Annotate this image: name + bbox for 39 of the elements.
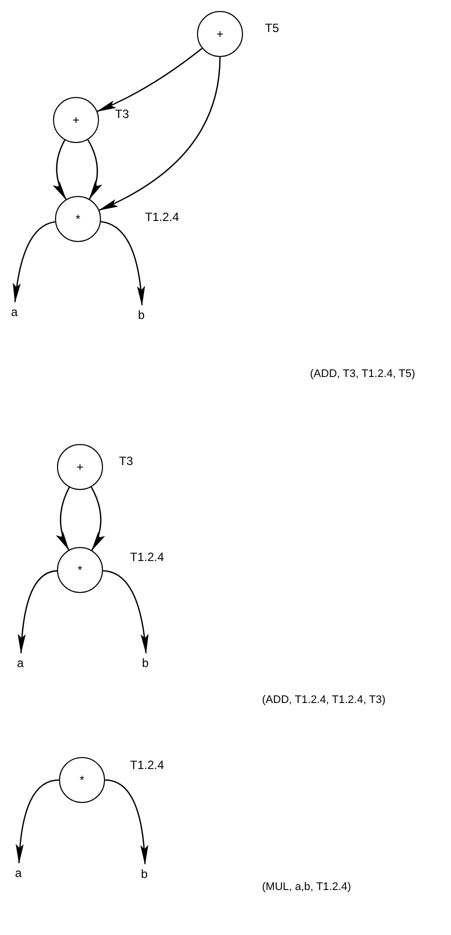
arrow bbox=[18, 570, 58, 654]
arrow bbox=[53, 140, 67, 200]
node-tag: T1.2.4 bbox=[130, 758, 164, 772]
operator-symbol: * bbox=[78, 563, 82, 577]
operand-label: a bbox=[17, 656, 24, 670]
node-tag: T3 bbox=[115, 107, 130, 121]
node-tag: T1.2.4 bbox=[130, 550, 164, 564]
operator-circle bbox=[53, 97, 99, 143]
operand-label: b bbox=[141, 867, 148, 881]
instruction-tuple: (ADD, T3, T1.2.4, T5) bbox=[310, 368, 416, 380]
operand-label: b bbox=[138, 308, 145, 322]
operand-label: a bbox=[11, 305, 18, 319]
node-tag: T1.2.4 bbox=[145, 210, 180, 224]
arrow bbox=[90, 486, 104, 552]
operator-symbol: * bbox=[76, 212, 80, 226]
operator-symbol: + bbox=[216, 27, 224, 41]
operator-circle bbox=[59, 757, 105, 803]
instruction-tuple: (MUL, a,b, T1.2.4) bbox=[262, 881, 352, 893]
arrow bbox=[98, 56, 221, 211]
operand-label: a bbox=[15, 866, 22, 880]
operator-circle bbox=[57, 547, 103, 593]
arrow bbox=[13, 221, 56, 303]
arrow bbox=[104, 779, 148, 865]
operator-symbol: * bbox=[80, 773, 84, 787]
operator-circle bbox=[57, 444, 103, 490]
operator-circle bbox=[55, 196, 101, 242]
arrow bbox=[16, 779, 60, 864]
arrow bbox=[102, 570, 148, 654]
arrow bbox=[96, 48, 202, 112]
arrow bbox=[56, 487, 70, 551]
arrow bbox=[87, 139, 102, 200]
node-tag: T5 bbox=[265, 21, 280, 35]
operator-circle bbox=[197, 11, 243, 57]
operator-symbol: + bbox=[72, 113, 80, 127]
operator-symbol: + bbox=[76, 460, 84, 474]
instruction-tuple: (ADD, T1.2.4, T1.2.4, T3) bbox=[262, 694, 386, 706]
arrow bbox=[100, 221, 145, 306]
operand-label: b bbox=[142, 656, 149, 670]
node-tag: T3 bbox=[119, 454, 134, 468]
